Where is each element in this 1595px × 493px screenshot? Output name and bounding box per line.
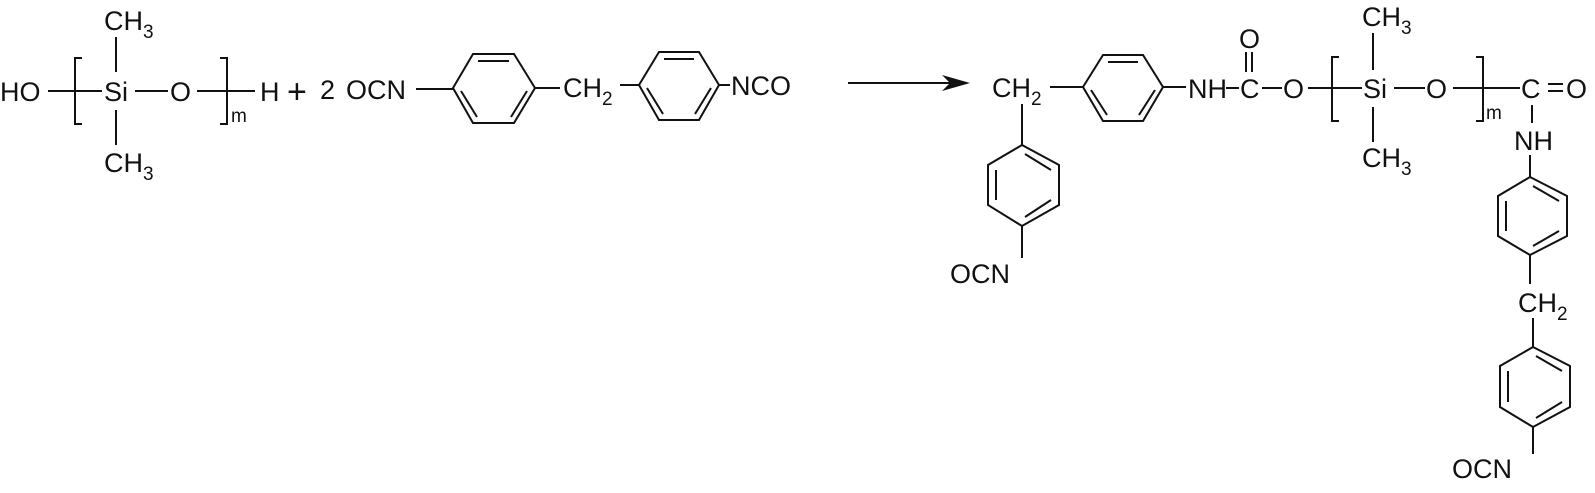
benzene-ring-icon	[987, 143, 1060, 228]
si-label: Si	[1363, 74, 1387, 104]
ocn-right-terminal-label: OCN	[1452, 454, 1512, 484]
c-urethane-label: C	[1240, 74, 1260, 104]
o-carbonyl-right-label: O	[1566, 74, 1587, 104]
bracket-left	[74, 57, 82, 125]
nh-urethane-label: NH	[1188, 74, 1227, 104]
ch2-right-label: CH2	[1518, 288, 1568, 325]
ch2-bridge-label: CH2	[563, 73, 613, 110]
bracket-left	[1331, 56, 1339, 122]
ho-label: HO	[0, 77, 41, 107]
repeat-m-label: m	[231, 106, 247, 127]
benzene-ring-icon	[637, 51, 721, 121]
benzene-ring-icon	[1497, 175, 1568, 257]
o-label: O	[170, 77, 191, 107]
o-label: O	[1426, 74, 1447, 104]
o-carbonyl-label: O	[1239, 24, 1260, 54]
o-urethane-label: O	[1283, 74, 1304, 104]
bracket-right	[1476, 56, 1484, 122]
ch3-bottom-label: CH3	[104, 148, 154, 185]
reaction-arrow-icon	[848, 75, 970, 91]
si-label: Si	[104, 77, 128, 107]
product-prepolymer: CH2 NH C O O Si CH3 CH3 O m C	[950, 2, 1587, 484]
c-carbonyl-right-label: C	[1521, 74, 1541, 104]
nco-right-label: NCO	[731, 71, 791, 101]
ch3-top-label: CH3	[104, 6, 154, 43]
ch3-bottom-label: CH3	[1362, 143, 1412, 180]
coefficient-label: 2	[320, 75, 335, 105]
plus-sign: +	[287, 73, 307, 111]
reactant-mdi: 2 OCN CH2 NCO	[320, 51, 791, 124]
h-label: H	[260, 77, 280, 107]
benzene-ring-icon	[451, 53, 537, 124]
bracket-right	[220, 57, 228, 125]
nh-right-label: NH	[1514, 126, 1553, 156]
ocn-left-label: OCN	[346, 75, 406, 105]
benzene-ring-icon	[1081, 54, 1165, 122]
ch2-left-label: CH2	[992, 73, 1042, 110]
benzene-ring-icon	[1499, 345, 1571, 429]
ch3-top-label: CH3	[1362, 2, 1412, 39]
ocn-left-terminal-label: OCN	[950, 259, 1010, 289]
reactant-pdms: HO Si CH3 CH3 O m H	[0, 6, 280, 185]
repeat-m-label: m	[1486, 103, 1502, 124]
